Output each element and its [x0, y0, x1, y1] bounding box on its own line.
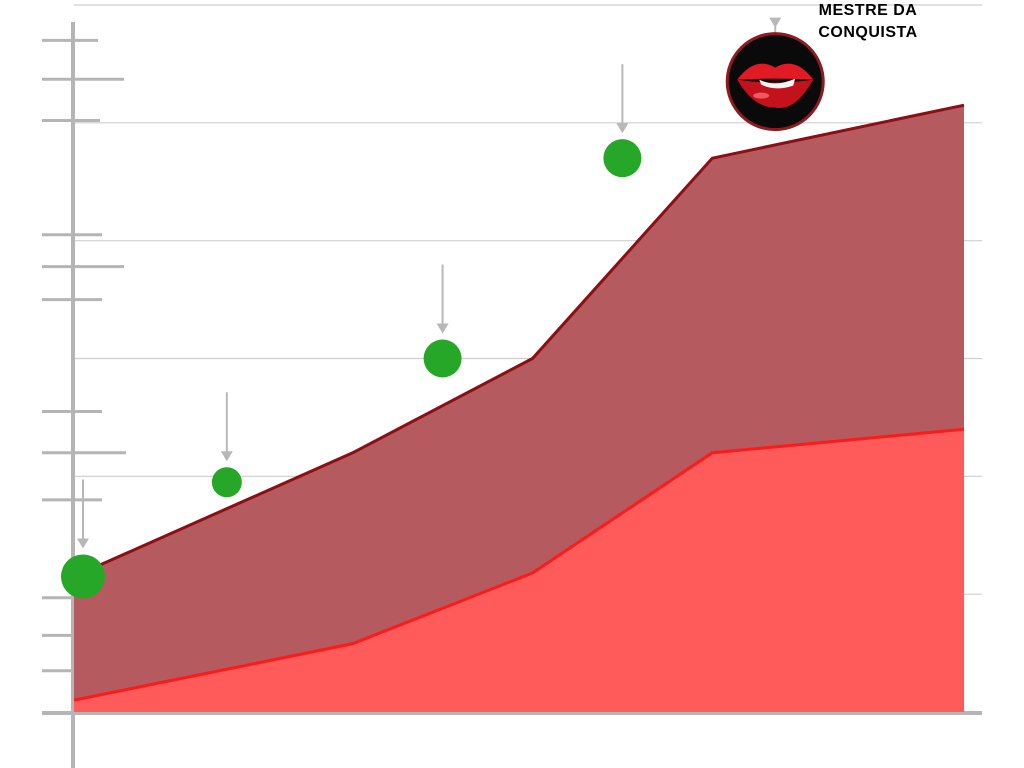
arrow-head	[616, 123, 629, 134]
milestone-dot	[423, 339, 462, 378]
arrow-head	[76, 538, 89, 549]
arrow-head	[220, 451, 233, 462]
series-line	[73, 103, 965, 578]
milestone-dot	[60, 554, 105, 599]
lips-highlight	[753, 92, 770, 99]
arrow-head	[436, 323, 449, 334]
lips-teeth	[759, 78, 796, 89]
axes	[42, 22, 982, 768]
lips-icon	[725, 32, 825, 132]
lips-upper	[737, 63, 814, 80]
series-areas	[73, 103, 965, 713]
milestone-dot	[211, 467, 242, 498]
pointer-arrows	[76, 17, 782, 549]
lips-lower	[737, 79, 814, 109]
milestone-dot	[603, 139, 642, 178]
arrow-head	[769, 17, 782, 28]
milestone-markers	[60, 32, 825, 599]
annotation-label: MESTRE DA CONQUISTA	[818, 2, 918, 41]
series-line	[73, 427, 965, 702]
series-area	[74, 429, 965, 712]
